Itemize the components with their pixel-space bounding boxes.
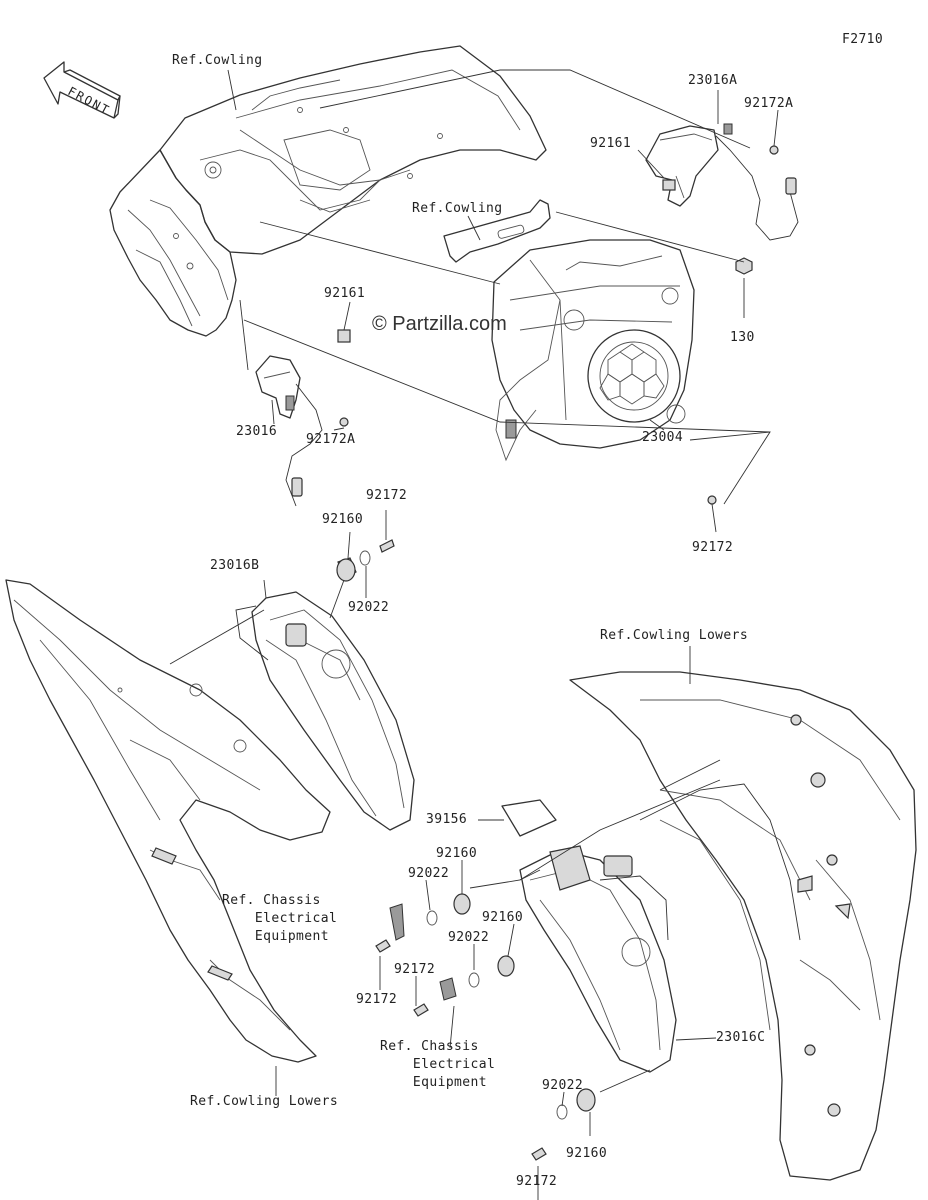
label-ref-chassis-2: Ref. Chassis Electrical Equipment <box>380 1039 496 1090</box>
turn-signal-23016A-part <box>645 123 799 241</box>
pn-92160-upper: 92160 <box>322 512 364 527</box>
fasteners-low-part <box>531 1088 596 1161</box>
right-lower-cowling-part <box>569 671 917 1181</box>
pn-92161-top: 92161 <box>590 136 632 151</box>
pad-39156-part <box>501 799 557 837</box>
pn-39156: 39156 <box>426 812 468 827</box>
label-ref-cowling-mid: Ref.Cowling <box>412 201 503 216</box>
pn-92160-mid2: 92160 <box>482 910 524 925</box>
pn-23016: 23016 <box>236 424 278 439</box>
pn-92172-mid: 92172 <box>394 962 436 977</box>
pn-92022-mid: 92022 <box>408 866 450 881</box>
label-ref-cowling-lowers-left: Ref.Cowling Lowers <box>190 1094 339 1109</box>
pn-130: 130 <box>730 330 755 345</box>
pn-92172-low: 92172 <box>516 1174 558 1189</box>
front-arrow-icon <box>43 61 121 119</box>
pn-23016B: 23016B <box>210 558 260 573</box>
bolt-92172A-left-part <box>339 417 349 427</box>
upper-cowling-part <box>109 45 547 337</box>
pn-92172-mid2: 92172 <box>356 992 398 1007</box>
label-ref-cowling-lowers-right: Ref.Cowling Lowers <box>600 628 749 643</box>
headlight-lens-grid <box>599 343 665 405</box>
pn-23016A: 23016A <box>688 73 738 88</box>
headlight-assembly-part <box>491 239 695 462</box>
turn-signal-23016C-part <box>519 845 677 1073</box>
turn-signal-23016B-part <box>235 591 415 831</box>
label-ref-chassis-1: Ref. Chassis Electrical Equipment <box>222 893 338 944</box>
turn-signal-23016-part <box>255 355 323 507</box>
pn-92022-low: 92022 <box>542 1078 584 1093</box>
fasteners-mid-part <box>375 893 515 1017</box>
pn-92172-headlight: 92172 <box>692 540 734 555</box>
diagram-id: F2710 <box>842 32 884 47</box>
bolt-92172A-top-part <box>769 145 779 155</box>
fasteners-upper-part <box>336 539 395 582</box>
pn-92160-low: 92160 <box>566 1146 608 1161</box>
pn-23004: 23004 <box>642 430 684 445</box>
rubber-92161-left-part <box>337 329 351 343</box>
pn-92161-left: 92161 <box>324 286 366 301</box>
pn-92022-upper: 92022 <box>348 600 390 615</box>
pn-92172A-left: 92172A <box>306 432 356 447</box>
pn-92172-upper: 92172 <box>366 488 408 503</box>
pn-23016C: 23016C <box>716 1030 766 1045</box>
bolt-92172-headlight-part <box>707 495 717 505</box>
cowling-bracket-part <box>443 199 551 263</box>
pn-92172A-top: 92172A <box>744 96 794 111</box>
watermark: © Partzilla.com <box>372 313 507 335</box>
rubber-92161-top-part <box>662 179 676 191</box>
bolt-130-part <box>735 257 753 275</box>
label-ref-cowling-top: Ref.Cowling <box>172 53 263 68</box>
left-lower-cowling-part <box>5 579 331 1063</box>
pn-92022-mid2: 92022 <box>448 930 490 945</box>
leader-lines <box>169 69 779 1200</box>
pn-92160-mid: 92160 <box>436 846 478 861</box>
